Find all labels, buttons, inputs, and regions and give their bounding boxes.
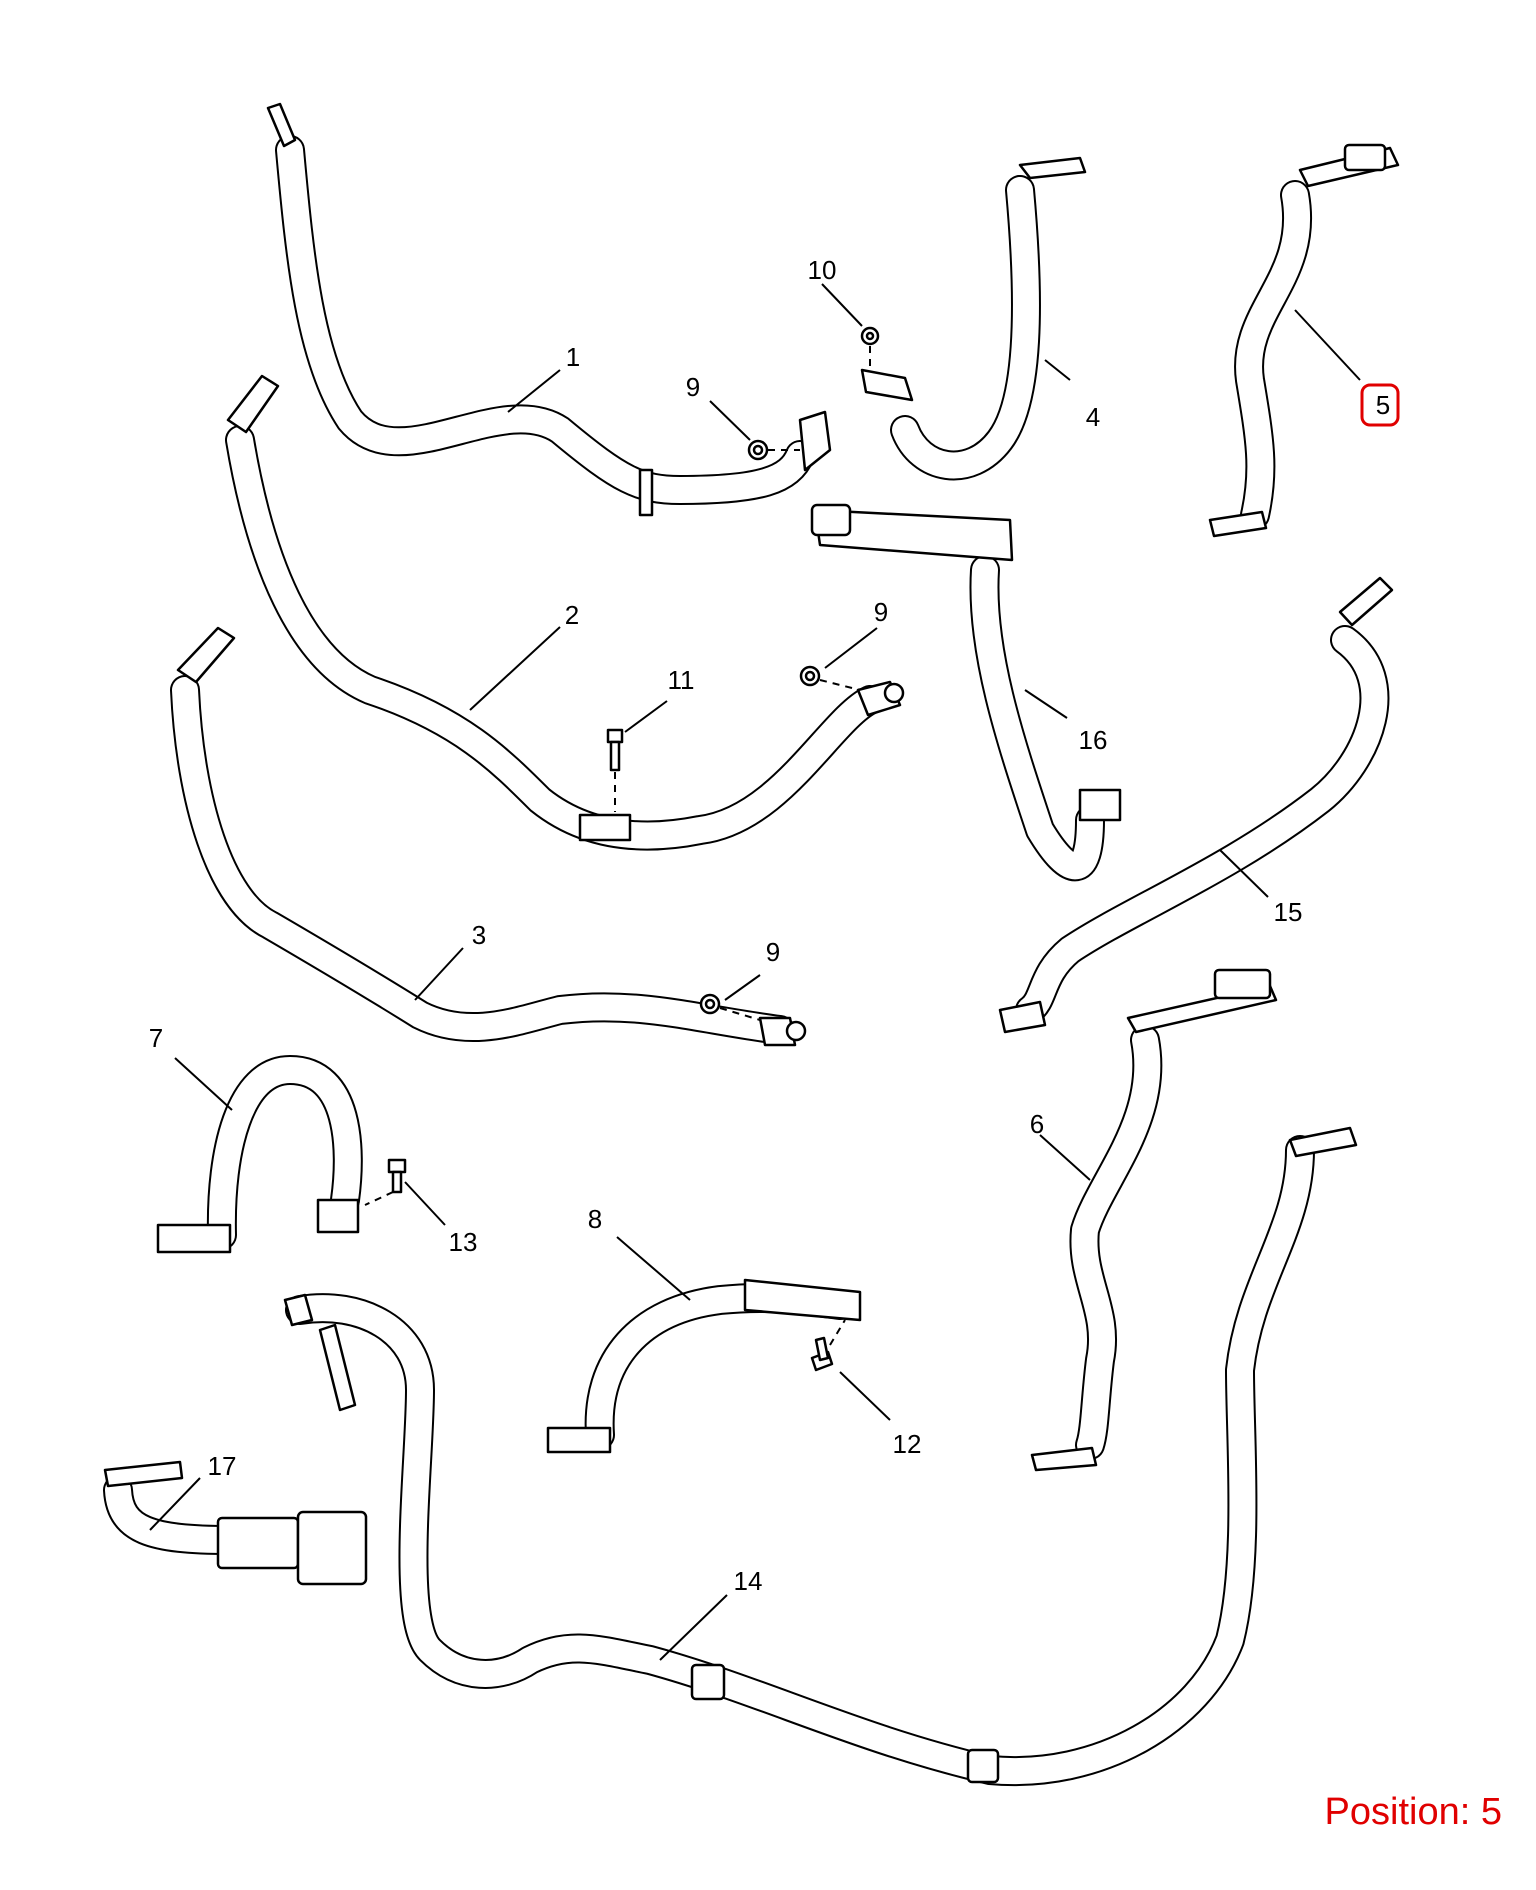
highlight-box bbox=[1360, 383, 1400, 427]
bolt-13[interactable] bbox=[387, 1158, 407, 1194]
callout-17[interactable]: 17 bbox=[208, 1451, 237, 1481]
nut-9-lower[interactable] bbox=[699, 993, 721, 1015]
callout-2[interactable]: 2 bbox=[565, 600, 579, 630]
callout-14[interactable]: 14 bbox=[734, 1566, 763, 1596]
callout-13[interactable]: 13 bbox=[449, 1227, 478, 1257]
cable-6[interactable] bbox=[1030, 968, 1278, 1472]
callout-6[interactable]: 6 bbox=[1030, 1109, 1044, 1139]
callout-3[interactable]: 3 bbox=[472, 920, 486, 950]
bolt-12[interactable] bbox=[810, 1336, 834, 1372]
bolt-11[interactable] bbox=[606, 728, 624, 772]
cable-4[interactable] bbox=[860, 156, 1087, 481]
callout-9-upper[interactable]: 9 bbox=[686, 372, 700, 402]
callout-4[interactable]: 4 bbox=[1086, 402, 1100, 432]
cable-8[interactable] bbox=[546, 1278, 862, 1454]
leader-lines bbox=[149, 283, 1361, 1661]
callout-11[interactable]: 11 bbox=[668, 665, 695, 695]
callout-12[interactable]: 12 bbox=[893, 1429, 922, 1459]
nut-9-middle[interactable] bbox=[799, 665, 821, 687]
position-label: Position: 5 bbox=[1325, 1791, 1502, 1833]
cable-5[interactable] bbox=[1208, 143, 1400, 538]
callout-9-middle[interactable]: 9 bbox=[874, 597, 888, 627]
nut-10[interactable] bbox=[860, 326, 880, 346]
cable-14[interactable] bbox=[283, 1126, 1358, 1787]
nut-9-upper[interactable] bbox=[747, 439, 769, 461]
cable-1[interactable] bbox=[266, 102, 832, 517]
callout-10[interactable]: 10 bbox=[808, 255, 837, 285]
cable-17[interactable] bbox=[103, 1460, 368, 1586]
cable-16[interactable] bbox=[810, 503, 1122, 882]
callout-1[interactable]: 1 bbox=[566, 342, 580, 372]
cable-2[interactable] bbox=[225, 374, 905, 851]
cable-15[interactable] bbox=[998, 576, 1394, 1034]
callout-5[interactable]: 5 bbox=[1376, 390, 1390, 420]
callout-9-lower[interactable]: 9 bbox=[766, 937, 780, 967]
cable-7[interactable] bbox=[156, 1055, 363, 1254]
callout-8[interactable]: 8 bbox=[588, 1204, 602, 1234]
callout-7[interactable]: 7 bbox=[149, 1023, 163, 1053]
cable-3[interactable] bbox=[170, 626, 807, 1047]
callout-labels: 1 2 3 4 5 6 7 8 9 9 9 10 11 12 13 14 15 … bbox=[149, 255, 1390, 1596]
callout-15[interactable]: 15 bbox=[1274, 897, 1303, 927]
callout-16[interactable]: 16 bbox=[1079, 725, 1108, 755]
